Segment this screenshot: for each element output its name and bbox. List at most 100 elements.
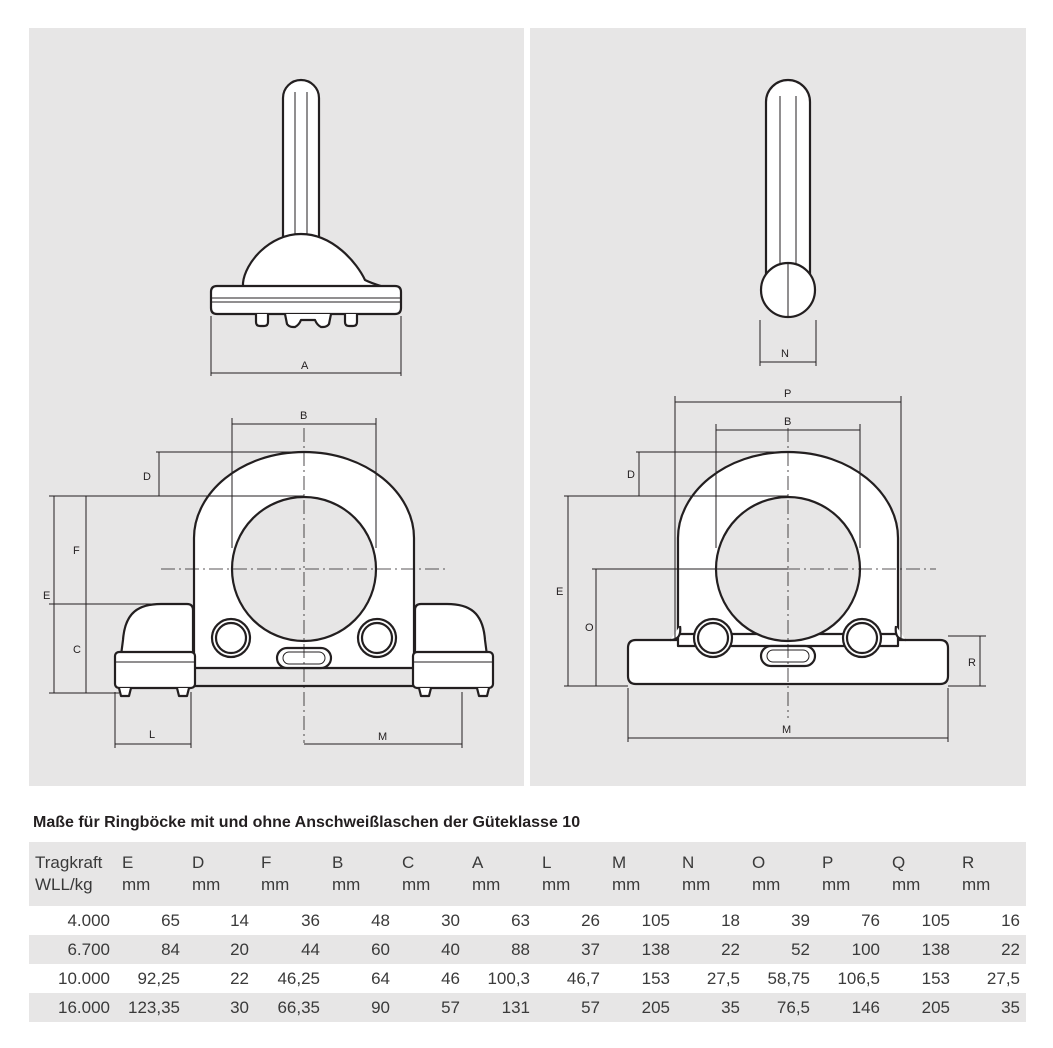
dimension-label-d: D <box>627 469 635 481</box>
dimension-m: M <box>304 692 463 748</box>
table-cell: 46,25 <box>277 969 320 988</box>
dimension-f-e-c: F E C <box>43 495 304 694</box>
table-cell: 76 <box>861 911 880 930</box>
table-cell: 65 <box>161 911 180 930</box>
table-cell: 90 <box>371 998 390 1017</box>
table-cell: 27,5 <box>986 969 1020 988</box>
table-cell: 76,5 <box>776 998 810 1017</box>
table-cell: 39 <box>791 911 810 930</box>
dimension-label-n: N <box>781 348 789 360</box>
table-cell: 27,5 <box>706 969 740 988</box>
table-body: 4.000 65 14 36 48 30 63 26 105 18 39 76 105 16 6.700 84… <box>29 906 1026 1022</box>
table-cell: 48 <box>371 911 390 930</box>
drawing-panel-with-weld-plates: A <box>29 28 524 786</box>
dimension-label-m: M <box>782 724 791 736</box>
table-cell: 40 <box>441 940 460 959</box>
dimension-label-c: C <box>73 644 81 656</box>
table-cell: 14 <box>230 911 249 930</box>
table-cell: 146 <box>851 998 880 1017</box>
dimension-label-b: B <box>784 416 791 428</box>
table-cell: 4.000 <box>67 911 110 930</box>
table-cell: 131 <box>501 998 530 1017</box>
table-cell: 18 <box>721 911 740 930</box>
table-cell: 16.000 <box>58 998 110 1017</box>
dimension-label-p: P <box>784 388 791 400</box>
table-cell: 84 <box>161 940 180 959</box>
table-cell: 58,75 <box>767 969 810 988</box>
table-cell: 10.000 <box>58 969 110 988</box>
dimension-r: R <box>948 635 986 687</box>
dimension-m: M <box>627 688 949 742</box>
table-cell: 26 <box>581 911 600 930</box>
table-cell: 22 <box>721 940 740 959</box>
dimension-e-o: E O <box>556 495 788 687</box>
table-cell: 63 <box>511 911 530 930</box>
table-cell: 123,35 <box>128 998 180 1017</box>
dimension-label-f: F <box>73 545 80 557</box>
table-cell: 64 <box>371 969 390 988</box>
dimension-b: B <box>231 410 377 548</box>
dimension-b: B <box>715 416 861 548</box>
table-cell: 66,35 <box>277 998 320 1017</box>
front-view-ring-bock <box>113 428 495 743</box>
dimension-label-e: E <box>556 586 563 598</box>
dimension-a: A <box>210 316 402 376</box>
table-cell: 52 <box>791 940 810 959</box>
front-view-ring-bock <box>594 428 950 718</box>
table-cell: 88 <box>511 940 530 959</box>
table-cell: 36 <box>301 911 320 930</box>
dimension-label-l: L <box>149 729 155 741</box>
dimension-label-o: O <box>585 622 594 634</box>
dimension-l: L <box>114 692 192 748</box>
table-cell: 100 <box>851 940 880 959</box>
top-view-ring-bock <box>209 78 403 329</box>
dimension-label-a: A <box>301 360 309 372</box>
drawing-panel-without-weld-plates: N P B <box>530 28 1026 786</box>
table-cell: 205 <box>641 998 670 1017</box>
technical-drawing-right: N P B <box>556 78 986 742</box>
table-cell: 92,25 <box>137 969 180 988</box>
dimension-n: N <box>759 320 817 366</box>
table-cell: 30 <box>441 911 460 930</box>
table-cell: 153 <box>921 969 950 988</box>
dimension-label-m: M <box>378 731 387 743</box>
side-view-ring-bolt <box>759 78 817 319</box>
table-cell: 35 <box>721 998 740 1017</box>
table-cell: 138 <box>921 940 950 959</box>
table-cell: 105 <box>921 911 950 930</box>
table-cell: 35 <box>1001 998 1020 1017</box>
dimension-p: P <box>674 388 902 640</box>
table-cell: 153 <box>641 969 670 988</box>
dimension-label-b: B <box>300 410 307 422</box>
dimension-label-e: E <box>43 590 50 602</box>
table-cell: 46,7 <box>566 969 600 988</box>
table-cell: 6.700 <box>67 940 110 959</box>
table-cell: 22 <box>1001 940 1020 959</box>
table-cell: 205 <box>921 998 950 1017</box>
table-title: Maße für Ringböcke mit und ohne Anschwei… <box>33 814 581 831</box>
table-cell: 20 <box>230 940 249 959</box>
table-cell: 30 <box>230 998 249 1017</box>
table-cell: 16 <box>1001 911 1020 930</box>
table-cell: 105 <box>641 911 670 930</box>
table-row: 4.000 65 14 36 48 30 63 26 105 18 39 76 105 16 <box>29 906 1026 935</box>
table-cell: 46 <box>441 969 460 988</box>
table-cell: 138 <box>641 940 670 959</box>
table-cell: 57 <box>441 998 460 1017</box>
table-cell: 60 <box>371 940 390 959</box>
